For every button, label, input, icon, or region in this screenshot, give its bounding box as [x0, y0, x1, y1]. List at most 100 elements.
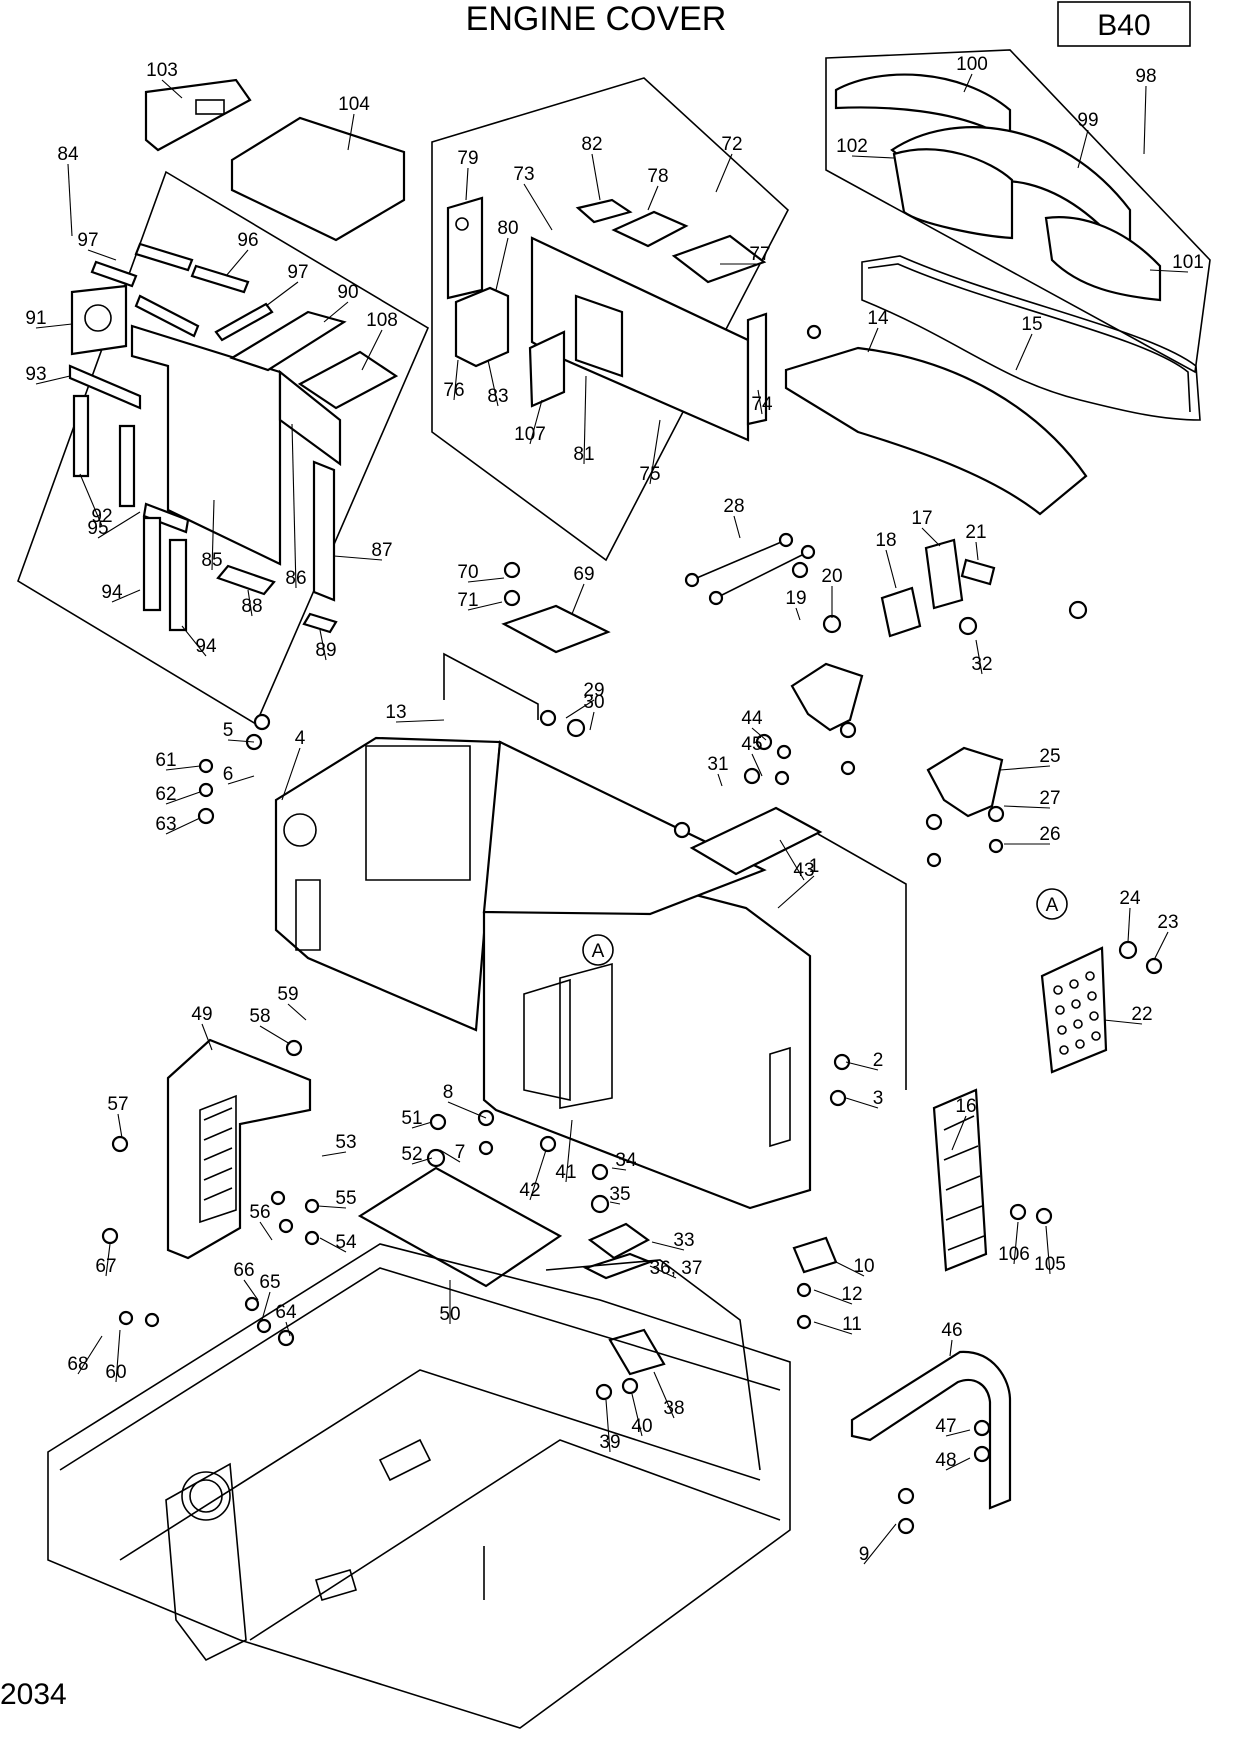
callout-number: 9	[859, 1544, 870, 1565]
detail-marker: A	[1046, 895, 1059, 916]
callout-number: 26	[1039, 824, 1060, 845]
part-15-seal	[861, 255, 1201, 421]
page-code: B40	[1097, 9, 1150, 42]
part-93	[68, 364, 142, 410]
callout-number: 3	[873, 1088, 884, 1109]
callout-number: 7	[455, 1142, 466, 1163]
callout-leader	[495, 237, 509, 291]
part-16-grille	[932, 1088, 988, 1272]
page-code-box	[1057, 1, 1191, 47]
callout-leader	[287, 1003, 307, 1021]
callout-number: 21	[965, 522, 986, 543]
callout-leader	[751, 727, 767, 741]
callout-leader	[243, 1279, 259, 1301]
callout-number: 23	[1157, 912, 1178, 933]
callout-leader	[1143, 85, 1147, 155]
part-69	[501, 604, 611, 654]
callout-number: 82	[581, 134, 602, 155]
part-90	[229, 310, 347, 372]
callout-number: 47	[935, 1416, 956, 1437]
callout-number: 2	[873, 1050, 884, 1071]
part-13a	[443, 652, 539, 720]
callout-leader	[227, 775, 255, 785]
callout-number: 88	[241, 596, 262, 617]
callout-number: 45	[741, 734, 762, 755]
callout-leader	[467, 577, 505, 583]
callout-leader	[1045, 1225, 1051, 1275]
callout-leader	[465, 167, 469, 201]
callout-leader	[975, 541, 979, 561]
part-97b	[214, 302, 274, 342]
callout-leader	[571, 583, 585, 615]
part-86	[278, 369, 342, 467]
callout-number: 36, 37	[650, 1258, 703, 1279]
callout-number: 48	[935, 1450, 956, 1471]
callout-leader	[649, 419, 661, 485]
detail-marker-circle	[582, 934, 614, 966]
callout-number: 97	[287, 262, 308, 283]
callout-leader	[863, 1523, 897, 1565]
callout-number: 97	[77, 230, 98, 251]
part-103	[144, 78, 252, 152]
callout-number: 53	[335, 1132, 356, 1153]
callout-number: 70	[457, 562, 478, 583]
fasteners	[101, 324, 1163, 1535]
callout-number: 15	[1021, 314, 1042, 335]
callout-leader	[225, 249, 249, 277]
callout-number: 33	[673, 1230, 694, 1251]
callout-number: 11	[842, 1314, 862, 1335]
callout-number: 72	[721, 134, 742, 155]
callout-number: 58	[249, 1006, 270, 1027]
callout-number: 5	[223, 720, 234, 741]
callout-leader	[1103, 1019, 1143, 1025]
part-1-cover	[482, 862, 812, 1210]
callout-leader	[439, 1149, 461, 1163]
callout-leader	[757, 389, 763, 415]
part-33-latch	[587, 1222, 651, 1260]
callout-number: 19	[785, 588, 806, 609]
part-22-holes	[1053, 971, 1101, 1055]
callout-leader	[165, 765, 201, 771]
part-92a	[72, 394, 90, 478]
callout-number: 108	[366, 310, 398, 331]
part-74	[746, 312, 768, 426]
callout-number: 12	[841, 1284, 862, 1305]
callout-number: 55	[335, 1188, 356, 1209]
part-87	[312, 460, 336, 602]
part-78	[611, 210, 689, 248]
callout-number: 71	[457, 590, 478, 611]
callout-number: 10	[853, 1256, 874, 1277]
callout-leader	[395, 719, 445, 723]
callout-leader	[867, 327, 879, 353]
callout-number: 101	[1172, 252, 1204, 273]
part-96c	[134, 294, 200, 338]
callout-leader	[813, 1289, 853, 1305]
callout-leader	[717, 773, 723, 787]
callout-leader	[321, 1151, 347, 1157]
callout-number: 85	[201, 550, 222, 571]
part-95	[142, 502, 190, 534]
callout-number: 49	[191, 1004, 212, 1025]
callout-leader	[949, 1339, 953, 1357]
part-4-frame	[274, 736, 502, 1032]
part-10	[792, 1236, 838, 1274]
callout-leader	[35, 375, 71, 385]
callout-leader	[323, 301, 349, 323]
callout-number: 42	[519, 1180, 540, 1201]
callout-number: 39	[599, 1432, 620, 1453]
callout-leader	[945, 1457, 971, 1471]
part-38	[608, 1328, 666, 1376]
part-102	[892, 148, 1014, 240]
callout-number: 100	[956, 54, 988, 75]
callout-leader	[565, 699, 595, 719]
drawing-number: 2034	[0, 1678, 67, 1711]
callout-number: 65	[259, 1272, 280, 1293]
callout-number: 52	[401, 1144, 422, 1165]
callout-leader	[79, 473, 103, 527]
part-96a	[134, 242, 194, 272]
callout-leader	[259, 1025, 291, 1045]
part-108	[297, 350, 399, 410]
callout-number: 57	[107, 1094, 128, 1115]
callout-leader	[247, 589, 253, 617]
